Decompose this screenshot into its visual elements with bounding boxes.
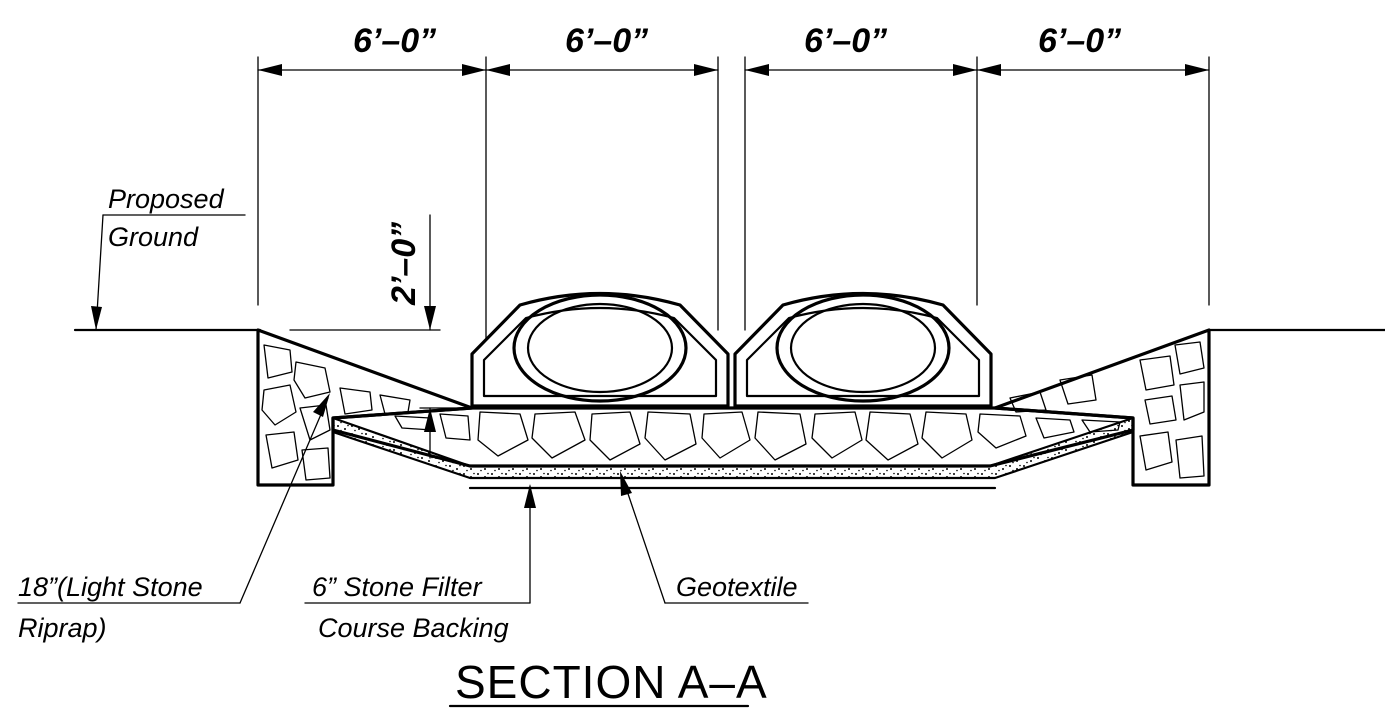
label-filter-2: Course Backing [318, 613, 509, 643]
dim-span-1: 6’–0” [353, 22, 436, 60]
label-geotextile: Geotextile [676, 572, 798, 602]
label-filter-1: 6” Stone Filter [312, 572, 483, 602]
label-proposed-ground-2: Ground [108, 222, 199, 252]
dim-span-3: 6’–0” [804, 22, 887, 60]
label-riprap-1: 18”(Light Stone [18, 572, 203, 602]
dim-span-4: 6’–0” [1038, 22, 1121, 60]
culvert-pipe-left [470, 291, 730, 408]
section-title: SECTION A–A [455, 656, 768, 708]
label-proposed-ground-1: Proposed [108, 184, 225, 214]
leaders [17, 214, 809, 708]
label-riprap-2: Riprap) [18, 613, 107, 643]
culvert-pipe-right [733, 291, 993, 408]
dim-span-2: 6’–0” [565, 22, 648, 60]
dim-depth: 2’–0” [385, 222, 423, 306]
stone-filter-layer [331, 416, 1135, 490]
dimension-lines [257, 56, 1210, 341]
